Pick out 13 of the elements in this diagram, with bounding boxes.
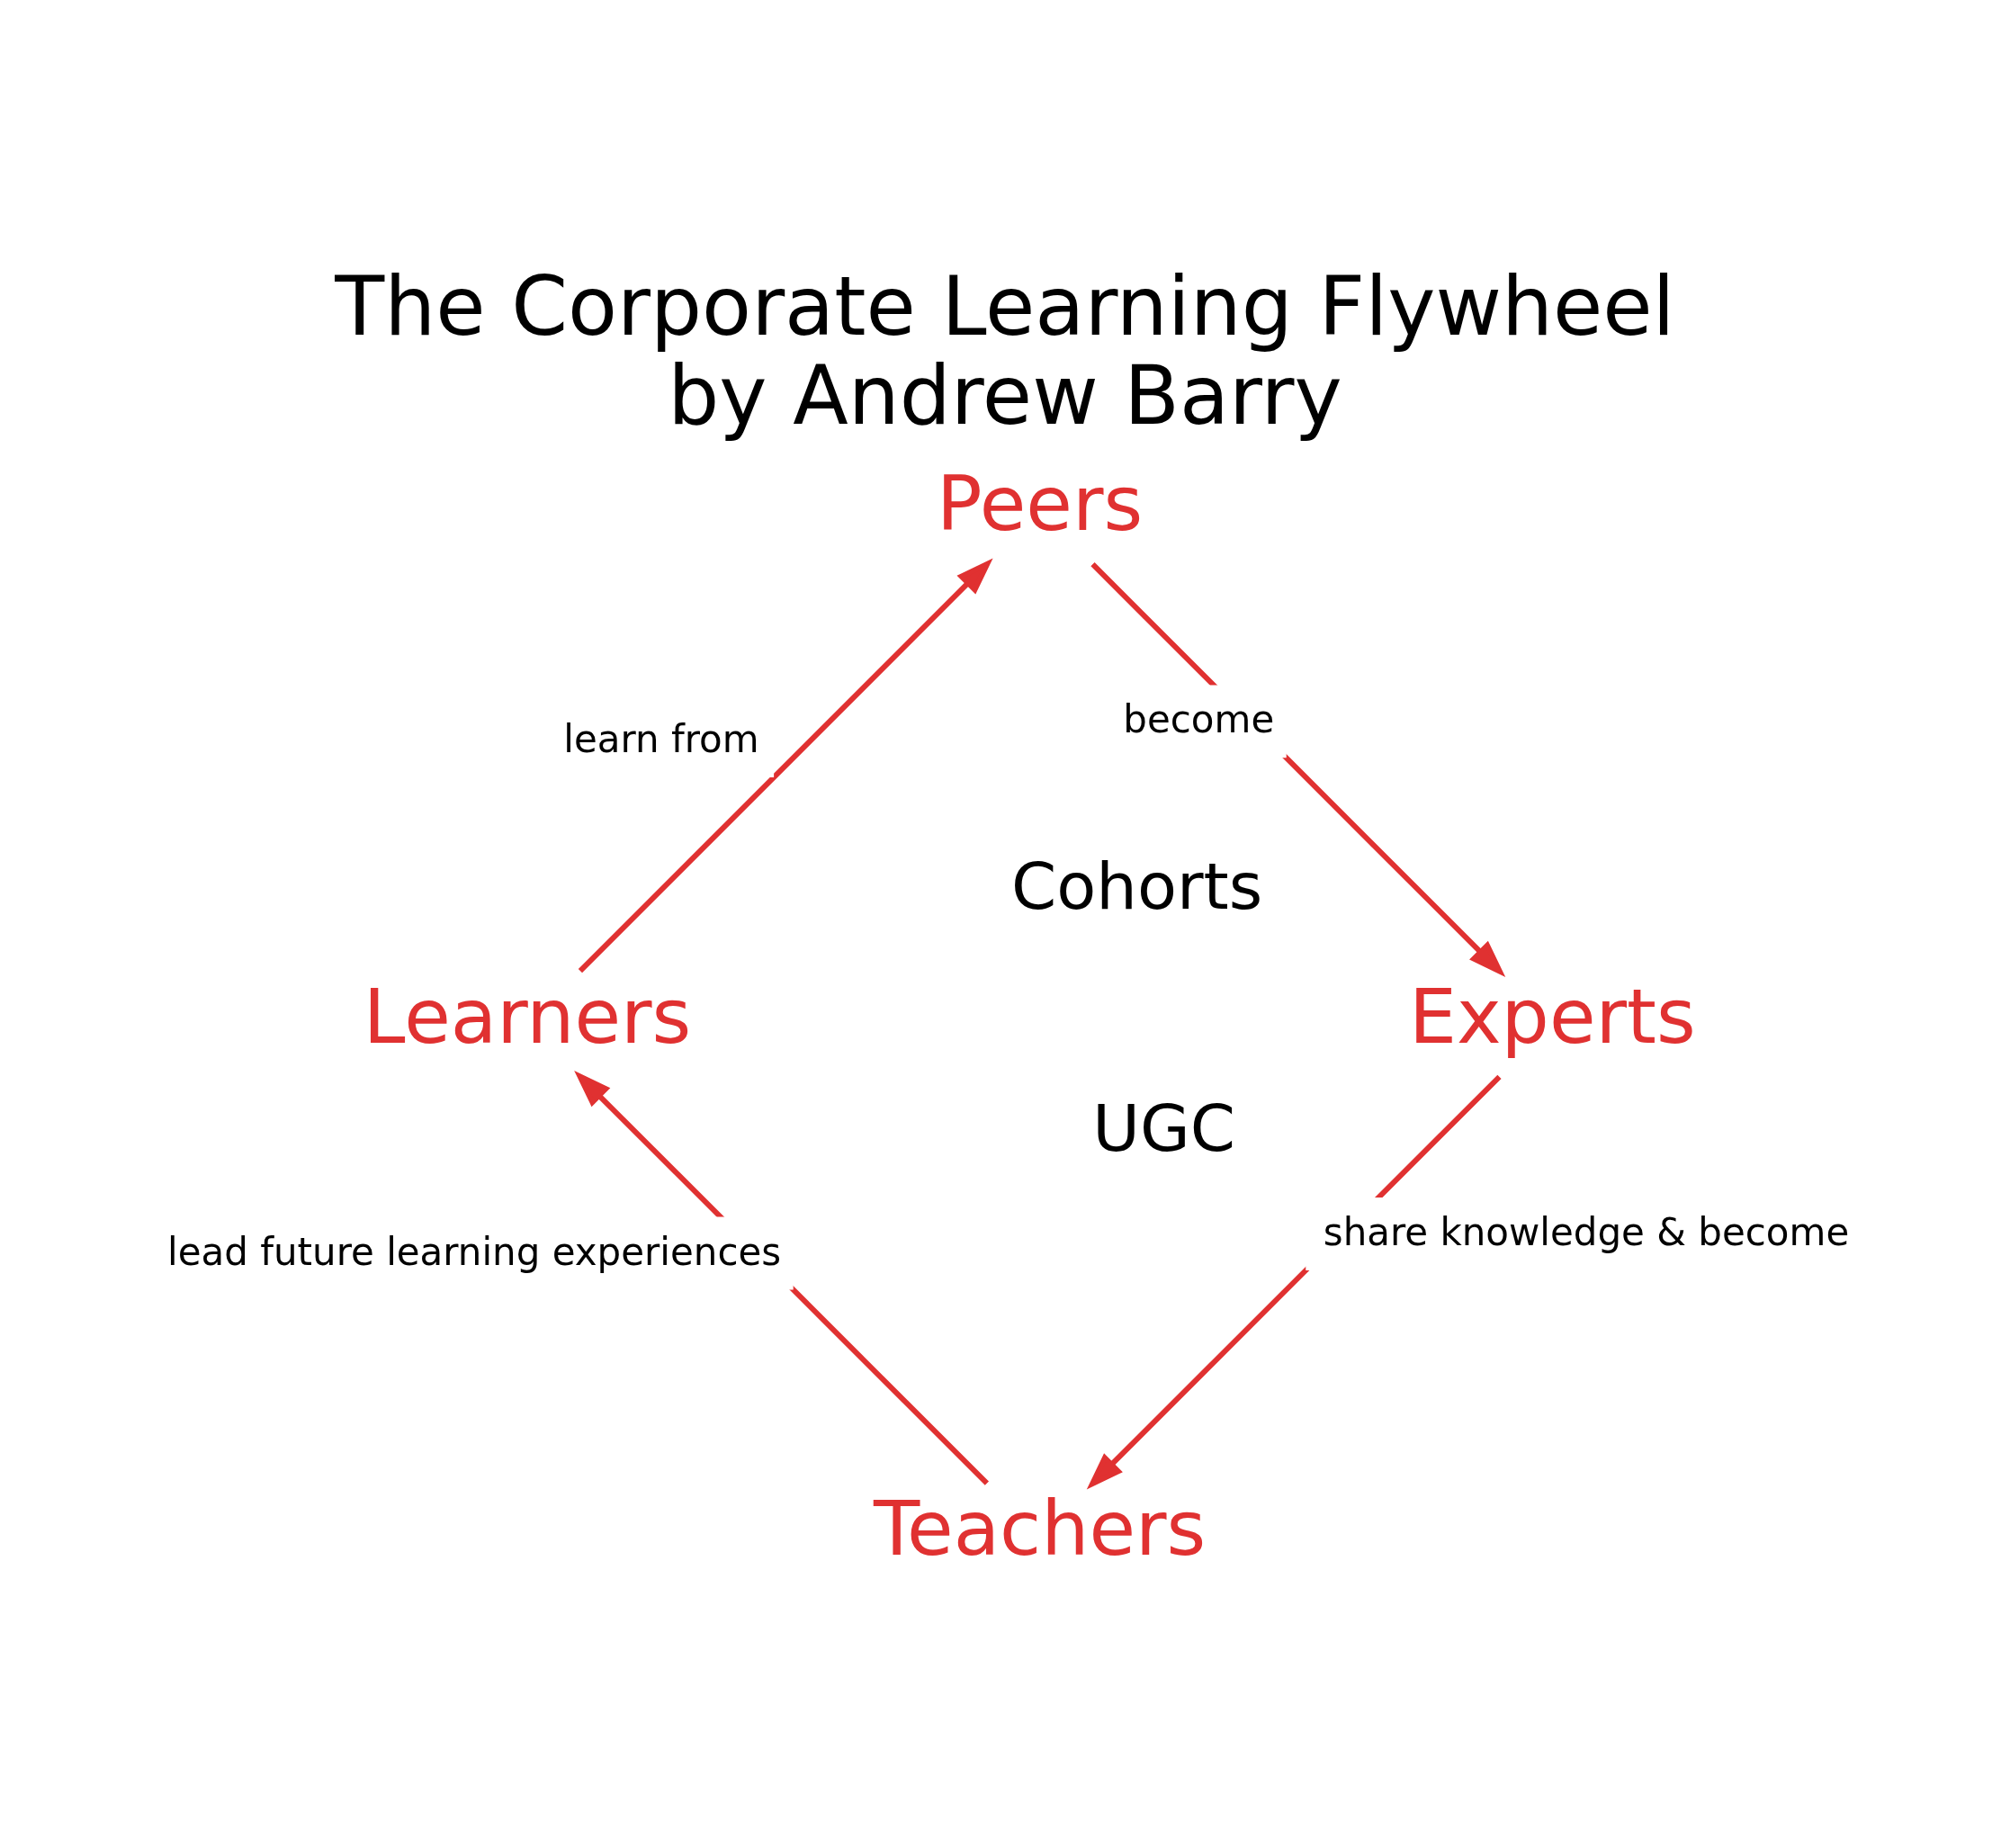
edge-label: lead future learning experiences <box>167 1229 782 1274</box>
node-text: Experts <box>1408 972 1696 1061</box>
edge-label: learn from <box>563 717 759 762</box>
edge-label: become <box>1123 697 1275 742</box>
arrow <box>1090 562 1506 977</box>
arrow <box>578 558 993 973</box>
node-text: Peers <box>937 460 1144 549</box>
edge-label: share knowledge & become <box>1323 1210 1850 1255</box>
label: UGC <box>1092 1090 1235 1167</box>
label: Cohorts <box>1011 848 1263 924</box>
node-text: Teachers <box>874 1485 1207 1574</box>
node-text: Learners <box>363 972 692 1061</box>
diagram-title: The Corporate Learning Flywheel <box>335 259 1675 354</box>
